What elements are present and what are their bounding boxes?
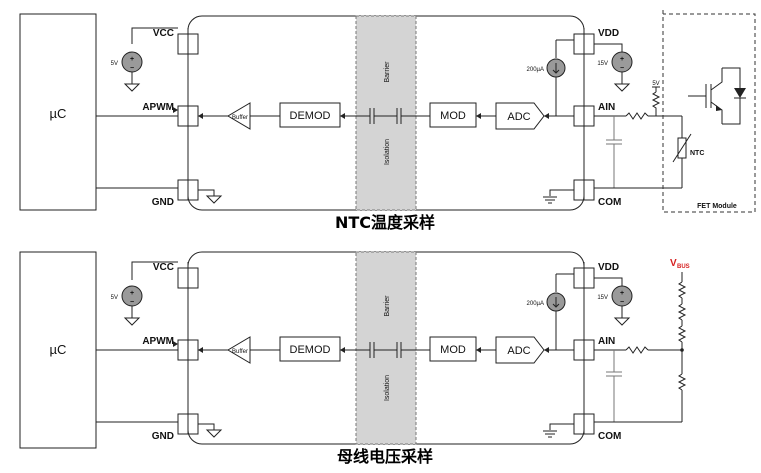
pin-ain-label: AIN (598, 336, 615, 347)
ground-icon (543, 430, 557, 438)
apwm-arrow (173, 107, 178, 113)
pin-vdd-label: VDD (598, 262, 619, 273)
isolation-barrier (355, 251, 417, 445)
mcu-box (19, 13, 97, 211)
pin-vdd-label: VDD (598, 28, 619, 39)
current-label: 200µA (527, 301, 544, 307)
pin-gnd-label: GND (152, 431, 174, 442)
bus-voltage-caption: 母线电压采样 (337, 447, 433, 466)
buffer-label: Buffer (232, 115, 248, 121)
source-minus: − (130, 65, 134, 72)
mcu-label: µC (50, 342, 67, 357)
buffer-label: Buffer (232, 349, 248, 355)
filter-capacitor-icon (606, 116, 622, 188)
igbt-icon (688, 67, 746, 125)
mod-label: MOD (440, 344, 466, 356)
demod-block (279, 102, 341, 128)
resistor-icon (625, 346, 649, 354)
ground-icon (123, 83, 141, 92)
divider-resistor-icon (677, 303, 687, 321)
isolation-barrier (355, 15, 417, 211)
barrier-label: Barrier (384, 295, 391, 317)
pin-com-label: COM (598, 197, 621, 208)
ground-icon (543, 196, 557, 204)
demod-label: DEMOD (290, 344, 331, 356)
ground-icon (123, 317, 141, 326)
fet-module-box (662, 10, 756, 213)
source-15v-label: 15V (597, 295, 608, 301)
pin-vcc-label: VCC (153, 28, 174, 39)
pullup-label: 5V (652, 81, 659, 87)
pin-ain-label: AIN (598, 102, 615, 113)
current-label: 200µA (527, 67, 544, 73)
svg-text:−: − (130, 299, 134, 306)
pin-apwm-label: APWM (142, 336, 174, 347)
ground-icon (613, 83, 631, 92)
ntc-label: NTC (690, 150, 704, 157)
mod-label: MOD (440, 110, 466, 122)
divider-resistor-icon (677, 325, 687, 343)
ntc-diagram: µC Barrier Isolation VCC APWM GND VDD AI… (19, 10, 756, 213)
isolation-label: Isolation (384, 139, 391, 165)
filter-capacitor-icon (606, 350, 622, 422)
pin-com-label: COM (598, 431, 621, 442)
divider-resistor-icon (677, 281, 687, 299)
ntc-caption: NTC温度采样 (335, 213, 435, 232)
ground-icon (205, 195, 223, 204)
source-5v-label: 5V (111, 61, 118, 67)
pin-apwm-label: APWM (142, 102, 174, 113)
fet-module-label: FET Module (697, 203, 737, 210)
demod-label: DEMOD (290, 110, 331, 122)
vbus-label: V (670, 258, 677, 269)
vbus-subscript: BUS (677, 264, 690, 270)
source-plus: + (130, 56, 134, 63)
ground-icon (613, 317, 631, 326)
demod-block (279, 336, 341, 362)
svg-text:+: + (130, 290, 134, 297)
vcc-wire (131, 27, 178, 44)
mcu-label: µC (50, 106, 67, 121)
barrier-label: Barrier (384, 61, 391, 83)
source-15v-label: 15V (597, 61, 608, 67)
svg-text:+: + (620, 56, 624, 63)
bus-voltage-diagram: µC Barrier Isolation VCC APWM GND VDD AI… (19, 251, 690, 449)
pin-gnd-label: GND (152, 197, 174, 208)
svg-text:−: − (620, 65, 624, 72)
pin-vcc-label: VCC (153, 262, 174, 273)
ground-icon (205, 429, 223, 438)
adc-label: ADC (507, 111, 530, 123)
mod-block (429, 102, 477, 128)
svg-text:−: − (620, 299, 624, 306)
adc-label: ADC (507, 345, 530, 357)
mod-block (429, 336, 477, 362)
pullup-resistor-icon (651, 91, 661, 116)
adc-block (495, 102, 545, 130)
svg-text:+: + (620, 290, 624, 297)
source-5v-label: 5V (111, 295, 118, 301)
divider-resistor-icon (677, 373, 687, 391)
isolation-label: Isolation (384, 375, 391, 401)
adc-block (495, 336, 545, 364)
resistor-icon (625, 112, 649, 120)
